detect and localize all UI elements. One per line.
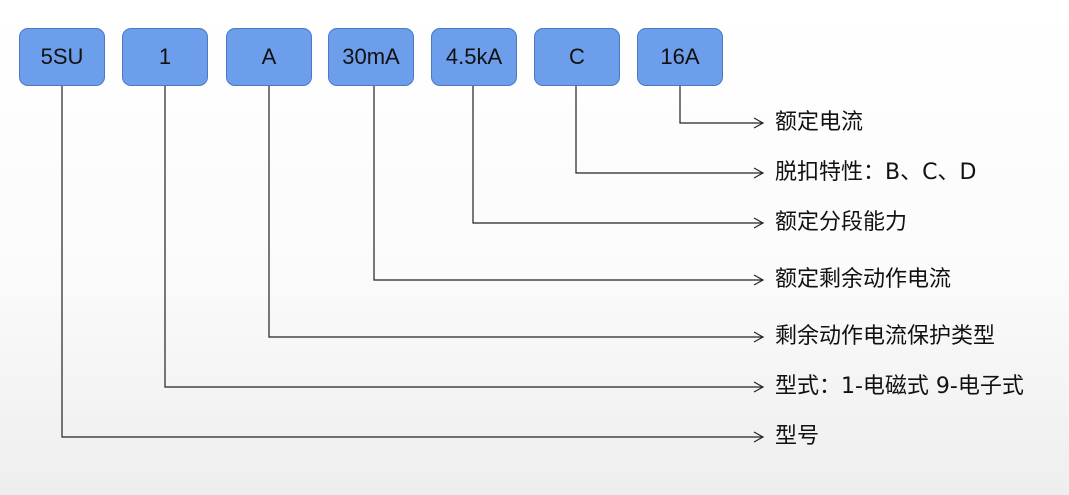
- code-label-residual-current: 30mA: [342, 44, 400, 69]
- code-label-type: 1: [158, 44, 172, 69]
- desc-residual-current: 额定剩余动作电流: [775, 267, 952, 292]
- code-label-trip-characteristic: C: [569, 44, 585, 69]
- desc-rated-current: 额定电流: [775, 110, 864, 135]
- code-box-model: 5SU: [19, 28, 105, 86]
- code-label-breaking-capacity: 4.5kA: [445, 44, 503, 69]
- connector-a: [268, 86, 762, 338]
- code-box-rcd-type: A: [226, 28, 312, 86]
- connector-5su: [61, 86, 762, 438]
- connector-30ma: [373, 86, 762, 281]
- arrowhead-1: [753, 381, 765, 393]
- connector-c: [575, 86, 762, 174]
- desc-model: 型号: [775, 424, 820, 449]
- desc-trip-characteristic: 脱扣特性：B、C、D: [775, 160, 977, 185]
- code-box-trip-characteristic: C: [534, 28, 620, 86]
- desc-breaking-capacity: 额定分段能力: [775, 210, 908, 235]
- arrowhead-c: [753, 167, 765, 179]
- arrowhead-16a: [753, 117, 765, 129]
- desc-rcd-type: 剩余动作电流保护类型: [775, 324, 996, 349]
- code-label-model: 5SU: [40, 44, 84, 69]
- connector-16a: [679, 86, 762, 124]
- connector-4-5ka: [472, 86, 762, 224]
- code-label-rcd-type: A: [261, 44, 277, 69]
- code-box-rated-current: 16A: [637, 28, 723, 86]
- code-label-rated-current: 16A: [660, 44, 700, 69]
- arrowhead-5su: [753, 431, 765, 443]
- arrowhead-30ma: [753, 274, 765, 286]
- desc-type: 型式：1-电磁式 9-电子式: [775, 374, 1024, 399]
- code-box-breaking-capacity: 4.5kA: [431, 28, 517, 86]
- arrowhead-a: [753, 331, 765, 343]
- arrowhead-4-5ka: [753, 217, 765, 229]
- connector-1: [164, 86, 762, 388]
- code-box-residual-current: 30mA: [328, 28, 414, 86]
- code-box-type: 1: [122, 28, 208, 86]
